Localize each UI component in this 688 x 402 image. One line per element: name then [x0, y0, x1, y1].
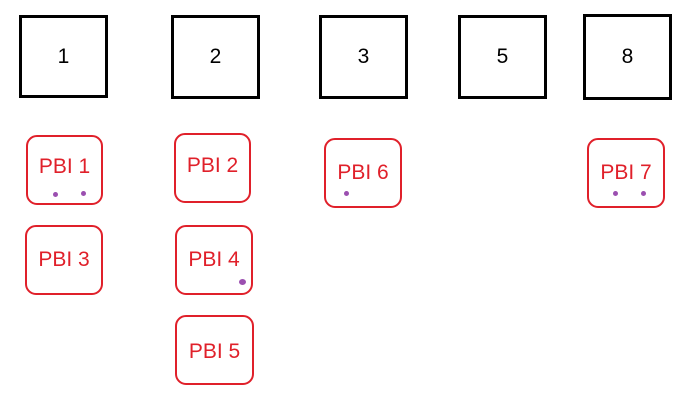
column-header-5: 5 [458, 15, 547, 99]
pbi-card-3[interactable]: PBI 3 [25, 225, 103, 295]
column-header-2: 2 [171, 15, 260, 99]
pbi-card-label: PBI 1 [38, 155, 91, 178]
column-header-label: 1 [57, 44, 70, 68]
mark-dot [239, 279, 246, 285]
column-header-label: 2 [209, 45, 222, 68]
pbi-card-5[interactable]: PBI 5 [175, 315, 254, 385]
pbi-card-label: PBI 2 [186, 154, 239, 177]
column-header-8: 8 [583, 14, 672, 100]
pbi-card-label: PBI 3 [38, 248, 90, 271]
column-header-label: 3 [357, 45, 370, 68]
pbi-card-2[interactable]: PBI 2 [174, 133, 251, 203]
pbi-card-6[interactable]: PBI 6 [324, 138, 402, 208]
pbi-card-4[interactable]: PBI 4 [175, 225, 253, 295]
mark-dot [344, 191, 349, 196]
mark-dot [613, 191, 618, 196]
pbi-card-label: PBI 7 [600, 161, 652, 184]
pbi-card-1[interactable]: PBI 1 [26, 135, 103, 205]
pbi-card-label: PBI 6 [337, 161, 389, 184]
pbi-card-label: PBI 4 [188, 248, 240, 271]
pbi-card-7[interactable]: PBI 7 [587, 138, 665, 208]
column-header-label: 5 [496, 45, 509, 68]
mark-dot [81, 191, 86, 196]
pbi-card-label: PBI 5 [188, 340, 241, 363]
mark-dot [53, 192, 58, 197]
column-header-3: 3 [319, 15, 408, 99]
mark-dot [641, 191, 646, 196]
column-header-1: 1 [19, 15, 108, 98]
column-header-label: 8 [621, 45, 634, 68]
